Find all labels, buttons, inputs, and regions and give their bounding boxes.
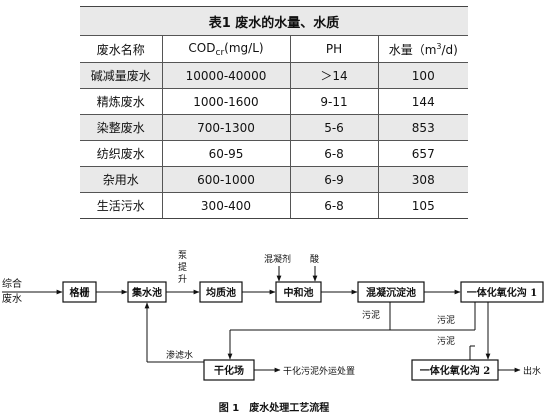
pump-label-line2: 提 bbox=[178, 262, 187, 273]
header-ph: PH bbox=[289, 35, 379, 63]
sludge-disposal-label: 干化污泥外运处置 bbox=[283, 365, 355, 377]
cell-cod: 700-1300 bbox=[161, 114, 291, 141]
cell-ph: 6-8 bbox=[289, 140, 379, 167]
oxidation-ditch-2-label: 一体化氧化沟 2 bbox=[420, 364, 490, 377]
pump-label-line3: 升 bbox=[178, 274, 187, 285]
cell-flow: 853 bbox=[377, 114, 469, 141]
cell-name: 碱减量废水 bbox=[80, 62, 163, 89]
sludge-label-1: 污泥 bbox=[362, 309, 380, 321]
cell-cod: 60-95 bbox=[161, 140, 291, 167]
cell-name: 染整废水 bbox=[80, 114, 163, 141]
cell-flow: 144 bbox=[377, 88, 469, 115]
cell-flow: 100 bbox=[377, 62, 469, 89]
table-row: 染整废水 700-1300 5-6 853 bbox=[80, 114, 469, 141]
cell-cod: 600-1000 bbox=[161, 166, 291, 193]
cell-ph: 6-9 bbox=[289, 166, 379, 193]
inlet-label-line1: 综合 bbox=[2, 277, 22, 290]
pump-label-line1: 泵 bbox=[178, 250, 187, 261]
sludge-label-2: 污泥 bbox=[437, 314, 455, 326]
header-flow-superscript: 3 bbox=[436, 41, 442, 51]
table-title: 表1 废水的水量、水质 bbox=[80, 6, 469, 36]
table-row: 精炼废水 1000-1600 9-11 144 bbox=[80, 88, 469, 115]
header-cod-subscript: cr bbox=[215, 47, 225, 58]
grille-label: 格栅 bbox=[70, 286, 90, 299]
cell-name: 纺织废水 bbox=[80, 140, 163, 167]
acid-label: 酸 bbox=[310, 254, 319, 265]
drying-field-label: 干化场 bbox=[214, 364, 244, 377]
oxidation-ditch-1-label: 一体化氧化沟 1 bbox=[467, 286, 537, 299]
oxidation-ditch-1-box bbox=[460, 281, 544, 303]
cell-name: 生活污水 bbox=[80, 192, 163, 219]
table-row: 生活污水 300-400 6-8 105 bbox=[80, 192, 469, 219]
filtrate-label: 渗滤水 bbox=[166, 349, 193, 361]
cell-flow: 657 bbox=[377, 140, 469, 167]
table-row: 杂用水 600-1000 6-9 308 bbox=[80, 166, 469, 193]
cell-cod: 10000-40000 bbox=[161, 62, 291, 89]
cell-name: 杂用水 bbox=[80, 166, 163, 193]
header-flow-suffix: /d) bbox=[441, 42, 458, 57]
coagulant-label: 混凝剂 bbox=[264, 253, 291, 265]
table-row: 碱减量废水 10000-40000 ＞14 100 bbox=[80, 62, 469, 89]
effluent-label: 出水 bbox=[523, 365, 541, 377]
water-quality-table: 表1 废水的水量、水质 废水名称 CODcr(mg/L) PH 水量（m3/d)… bbox=[80, 6, 469, 219]
equalization-tank-label: 均质池 bbox=[206, 286, 236, 299]
table-header-row: 废水名称 CODcr(mg/L) PH 水量（m3/d) bbox=[80, 35, 469, 63]
figure-caption: 图 1 废水处理工艺流程 bbox=[218, 403, 330, 414]
cell-ph: 9-11 bbox=[289, 88, 379, 115]
cell-ph: 5-6 bbox=[289, 114, 379, 141]
coagulation-sedimentation-tank-label: 混凝沉淀池 bbox=[366, 286, 416, 299]
cell-ph: ＞14 bbox=[289, 62, 379, 89]
inlet-label-line2: 废水 bbox=[2, 292, 22, 305]
cell-flow: 308 bbox=[377, 166, 469, 193]
header-cod-prefix: COD bbox=[188, 40, 216, 55]
header-flow: 水量（m3/d) bbox=[377, 35, 469, 63]
header-flow-prefix: 水量（m bbox=[388, 42, 437, 57]
table-row: 纺织废水 60-95 6-8 657 bbox=[80, 140, 469, 167]
cell-cod: 1000-1600 bbox=[161, 88, 291, 115]
header-cod: CODcr(mg/L) bbox=[161, 35, 291, 63]
process-flow-diagram: 综合 废水 格栅 集水池 泵 提 升 均质池 混凝剂 酸 中和池 混凝沉淀池 一… bbox=[2, 250, 544, 381]
sludge-label-3: 污泥 bbox=[437, 335, 455, 347]
neutralization-tank-label: 中和池 bbox=[284, 286, 314, 299]
cell-flow: 105 bbox=[377, 192, 469, 219]
header-name: 废水名称 bbox=[80, 35, 163, 63]
collection-tank-label: 集水池 bbox=[131, 286, 162, 299]
table-title-row: 表1 废水的水量、水质 bbox=[80, 6, 469, 36]
cell-cod: 300-400 bbox=[161, 192, 291, 219]
water-quality-table-container: 表1 废水的水量、水质 废水名称 CODcr(mg/L) PH 水量（m3/d)… bbox=[80, 6, 469, 219]
header-cod-unit: (mg/L) bbox=[224, 40, 264, 55]
cell-ph: 6-8 bbox=[289, 192, 379, 219]
cell-name: 精炼废水 bbox=[80, 88, 163, 115]
